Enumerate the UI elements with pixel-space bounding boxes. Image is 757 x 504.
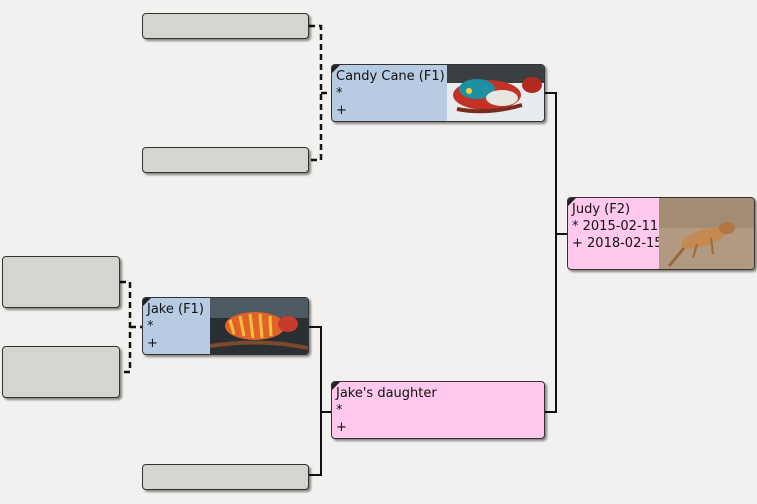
person-card-jake[interactable]: Jake (F1) * + [142,297,309,355]
person-card-candy-cane[interactable]: Candy Cane (F1) * + [331,64,545,122]
person-death: + [147,336,158,351]
empty-ancestor-slot[interactable] [142,464,309,490]
person-death: + 2018-02-15 [572,236,663,251]
chameleon-photo [210,298,308,354]
person-birth: * [336,86,343,101]
person-birth: * [147,319,154,334]
person-birth: * [336,403,343,418]
person-death: + [336,103,347,118]
person-card-jakes-daughter[interactable]: Jake's daughter * + [331,381,545,439]
empty-ancestor-slot[interactable] [2,346,120,398]
empty-ancestor-slot[interactable] [142,147,309,173]
person-name: Candy Cane (F1) [336,69,445,84]
empty-ancestor-slot[interactable] [2,256,120,308]
card-corner-marker [568,198,576,206]
chameleon-photo [447,65,544,121]
person-name: Jake (F1) [147,302,204,317]
card-corner-marker [332,382,340,390]
chameleon-photo [659,198,754,269]
person-name: Judy (F2) [572,202,631,217]
person-birth: * 2015-02-11 [572,219,659,234]
card-corner-marker [143,298,151,306]
person-death: + [336,420,347,435]
empty-ancestor-slot[interactable] [142,13,309,39]
person-name: Jake's daughter [336,386,437,401]
card-corner-marker [332,65,340,73]
person-card-judy[interactable]: Judy (F2) * 2015-02-11 + 2018-02-15 [567,197,755,270]
